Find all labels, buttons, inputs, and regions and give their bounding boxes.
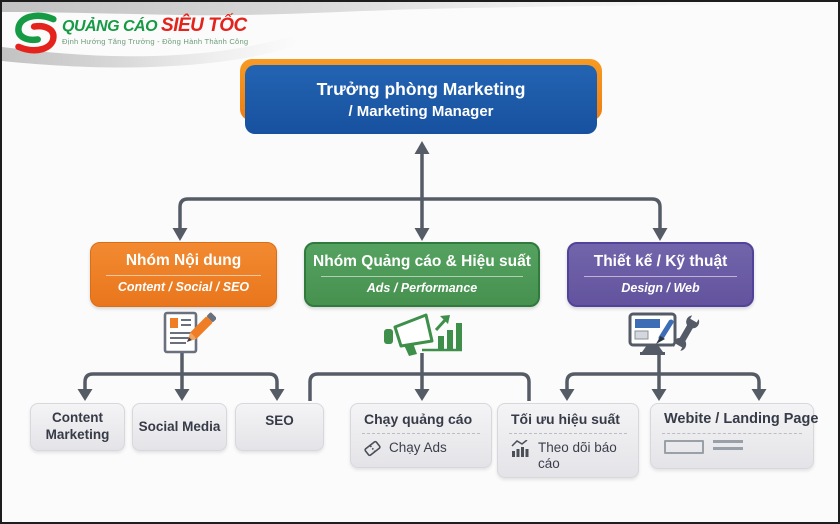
leaf-title: Webite / Landing Page bbox=[664, 411, 819, 427]
mini-chart-icon bbox=[511, 440, 529, 457]
divider bbox=[321, 276, 523, 277]
leaf-item-label: Theo dõi báo cáo bbox=[538, 440, 617, 472]
brand-name-red: SIÊU TỐC bbox=[161, 15, 247, 36]
placeholder-thumbnail bbox=[664, 440, 704, 454]
brand-name-green: QUẢNG CÁO bbox=[62, 18, 158, 35]
leaf-box-run-ads: Chạy quảng cáo Chạy Ads bbox=[350, 403, 492, 468]
team-content-subtitle: Content / Social / SEO bbox=[117, 280, 250, 294]
leaf-box-content-marketing: Content Marketing bbox=[30, 403, 125, 451]
placeholder-lines bbox=[713, 440, 743, 454]
team-ads-subtitle: Ads / Performance bbox=[366, 281, 478, 295]
team-box-content: Nhóm Nội dung Content / Social / SEO bbox=[90, 242, 277, 307]
leaf-box-website: Webite / Landing Page bbox=[650, 403, 819, 469]
dashed-divider bbox=[509, 433, 627, 434]
ticket-icon bbox=[364, 440, 381, 457]
leaf-label: Content Marketing bbox=[45, 410, 110, 442]
leaf-title: Chạy quảng cáo bbox=[364, 411, 473, 427]
content-writing-icon bbox=[163, 311, 216, 354]
placeholder-shapes bbox=[664, 440, 800, 454]
divider bbox=[584, 276, 737, 277]
leaf-title: Tối ưu hiệu suất bbox=[511, 411, 620, 427]
manager-box: Trưởng phòng Marketing / Marketing Manag… bbox=[245, 65, 597, 134]
team-design-title: Thiết kế / Kỹ thuật bbox=[593, 253, 728, 270]
team-content-title: Nhóm Nội dung bbox=[125, 252, 242, 269]
header-wave bbox=[2, 2, 838, 68]
leaf-label: SEO bbox=[265, 413, 294, 428]
team-box-ads: Nhóm Quảng cáo & Hiệu suất Ads / Perform… bbox=[304, 242, 540, 307]
leaf-item-label: Chạy Ads bbox=[389, 440, 447, 455]
divider bbox=[106, 275, 261, 276]
brand-tagline: Định Hướng Tăng Trưởng - Đồng Hành Thành… bbox=[62, 37, 249, 46]
leaf-label: Social Media bbox=[138, 418, 221, 434]
team-ads-title: Nhóm Quảng cáo & Hiệu suất bbox=[313, 253, 531, 270]
manager-subtitle: / Marketing Manager bbox=[348, 103, 494, 120]
megaphone-chart-icon bbox=[384, 313, 462, 356]
team-design-subtitle: Design / Web bbox=[621, 281, 700, 295]
dashed-divider bbox=[662, 433, 802, 434]
team-box-design: Thiết kế / Kỹ thuật Design / Web bbox=[567, 242, 754, 307]
s-logo-icon bbox=[15, 12, 57, 54]
design-tools-icon bbox=[628, 312, 700, 355]
leaf-box-social-media: Social Media bbox=[132, 403, 227, 451]
leaf-box-optimize: Tối ưu hiệu suất Theo dõi báo cáo bbox=[497, 403, 639, 478]
manager-title: Trưởng phòng Marketing bbox=[316, 79, 526, 99]
dashed-divider bbox=[362, 433, 480, 434]
leaf-box-seo: SEO bbox=[235, 403, 324, 451]
